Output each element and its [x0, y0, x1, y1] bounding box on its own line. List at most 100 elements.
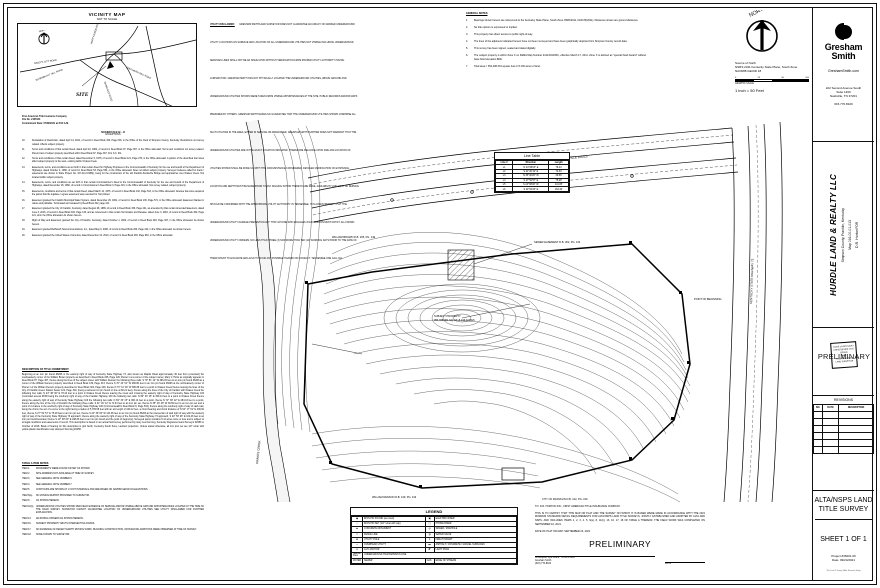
plan-pob-label: POINT OF BEGINNING	[694, 297, 721, 301]
table-a-item-number: ITEM 1.	[22, 467, 31, 470]
description-block: DESCRIPTION OF TITLE COMMITMENT Beginnin…	[22, 368, 204, 432]
preliminary-overlay: PRELIMINARY	[817, 352, 871, 361]
project-block: HURDLE LAND & REALTY LLC Simpson County,…	[813, 142, 874, 328]
vicinity-map-subtitle: NOT TO SCALE	[96, 17, 118, 21]
north-arrow-block: NORTH Source of North NSRS 2011 Kentucky…	[735, 5, 820, 94]
table-a-item-text: MONUMENTS WERE FOUND OR SET AS SHOWN.	[36, 467, 91, 470]
table-a-item-text: NO ZONING REPORT PROVIDED TO SURVEYOR.	[36, 494, 90, 497]
schedule-b-item-text: Easement granted the United States of Am…	[32, 234, 173, 237]
revisions-row	[813, 410, 874, 419]
schedule-b-item-number: 19.	[22, 229, 26, 232]
revision-no	[813, 445, 823, 454]
revision-no	[813, 424, 823, 433]
cert-to-line: TO: D.R. HORTON INC., FIRST AMERICAN TIT…	[535, 505, 621, 508]
firm-address-line3: Nashville, TN 37201	[830, 94, 857, 99]
general-note-number: 4.	[466, 40, 469, 44]
schedule-b-exceptions: SCHEDULE B - II EXCEPTIONS 10. Declarati…	[22, 130, 204, 240]
schedule-b-item-text: Easements, terms, and conditions as set …	[32, 182, 204, 188]
table-a-item: ITEM 6(a). NO ZONING REPORT PROVIDED TO …	[22, 495, 204, 498]
plan-easement-label: SEWER EASEMENT D.B. 302, PG. 133	[534, 240, 581, 244]
firm-address-line1: 222 Second Avenue South	[825, 85, 862, 90]
table-a-item-text: NONE KNOWN TO SURVEYOR.	[36, 533, 70, 536]
revisions-heading: REVISIONS	[833, 397, 854, 402]
table-a-item-number: ITEM 6(a).	[22, 494, 33, 497]
general-note-text: The subject property is within Zone X on…	[474, 54, 646, 62]
revision-no	[813, 417, 823, 426]
table-a-item: ITEM 3. SEE GENERAL NOTE NUMBER 6.	[22, 478, 204, 481]
line-table-grid: Line # Direction Length L1 N 24°38'00" E…	[494, 159, 569, 192]
revision-desc	[838, 417, 874, 426]
line-table: Line Table Line # Direction Length L1 N …	[494, 152, 570, 193]
firm-website[interactable]: GreshamSmith.com	[828, 69, 859, 73]
signature-line	[535, 555, 655, 557]
scale-tick: 0	[735, 76, 737, 79]
plan-adjoiner-3: WILLIAM BROWN D.B. 205, PG. 149	[332, 235, 376, 239]
table-a-item-text: AS SHOWN HEREON.	[36, 500, 60, 503]
revisions-header-row: NO. DATE DESCRIPTION	[813, 403, 874, 412]
seal-line6: LAND SURVEYOR	[835, 360, 854, 364]
cert-preliminary-label: PRELIMINARY	[589, 538, 651, 549]
utility-disclaimer-block: UTILITY DISCLAIMER: GRESHAM SMITH/LAND S…	[210, 12, 360, 264]
schedule-b-item-text: Easements, conditions and terms of that …	[32, 190, 204, 197]
table-a-item: ITEM 17. NO EVIDENCE OF RECENT EARTH MOV…	[22, 529, 204, 532]
title-insurance-block: First American Title Insurance Company F…	[22, 116, 197, 126]
vicinity-north-arrow-icon: NORTH	[38, 30, 50, 45]
scale-tick: 50	[781, 76, 784, 79]
line-table-title: Line Table	[495, 153, 569, 160]
table-a-item-number: ITEM 2.	[22, 473, 31, 476]
revision-date	[822, 431, 839, 440]
schedule-b-item-text: Terms and conditions of that certain Dee…	[32, 157, 204, 164]
plan-easement-area	[447, 249, 475, 281]
general-note-text: The lines of the adjoiners indicated her…	[474, 40, 628, 44]
north-arrow-icon: NORTH	[746, 5, 778, 52]
signer-firm: Gresham Smith	[535, 560, 552, 562]
revision-desc	[838, 438, 874, 447]
plan-subject-area-line1: SUBJECT PROPERTY	[434, 314, 461, 318]
table-a-item-text: SUBJECT PROPERTY ABUTS INTERSECTING ROAD…	[36, 523, 95, 526]
signer-phone: (615) 770-8100	[535, 563, 552, 566]
drawing-type-label: ALTA/NSPS LAND TITLE SURVEY	[814, 497, 873, 513]
sheet-border-outer	[3, 3, 877, 585]
schedule-b-item-number: 13.	[22, 166, 26, 169]
plan-creek-label: DRAKES CREEK	[255, 440, 261, 464]
schedule-b-item: 11. Terms and conditions of that certain…	[22, 149, 204, 156]
general-note-item: 6. The subject property is within Zone X…	[466, 54, 646, 62]
general-notes-heading: GENERAL NOTES	[466, 12, 488, 15]
plan-adjoiner-1: WILLIAM DENSON D.B. 139, PG. 313	[372, 495, 417, 499]
revision-desc	[838, 431, 874, 440]
revisions-block: REVISIONS NO. DATE DESCRIPTION	[813, 396, 874, 491]
table-a-item-text: NO EVIDENCE OF RECENT EARTH MOVING WORK,…	[36, 528, 197, 531]
sheet-divider	[815, 518, 872, 520]
vicinity-map-graphic: HALEYS CITY ROAD ROSENBLATT HILL ROAD SO…	[19, 24, 196, 106]
revisions-row	[813, 431, 874, 440]
legend-block: LEGEND ◉ IRON PIN FOUND (as noted) ▣ ELE…	[350, 507, 518, 565]
firm-name-line1: Gresham	[824, 42, 863, 52]
schedule-b-item-number: 15.	[22, 190, 26, 193]
table-a-item: ITEM 18. NONE KNOWN TO SURVEYOR.	[22, 534, 204, 537]
project-location: Simpson County, Franklin, Kentucky	[840, 207, 845, 263]
revisions-col-desc: DESCRIPTION	[838, 403, 874, 412]
general-note-number: 6.	[466, 54, 469, 58]
north-source-line2: NAVD88 GEOID 18	[735, 69, 762, 74]
svg-text:NASHVILLE ROAD: NASHVILLE ROAD	[103, 81, 113, 102]
legend-type: SEWER	[362, 557, 426, 564]
table-a-item: ITEM 2. SITE ADDRESS NOT AVAILABLE AT TI…	[22, 473, 204, 476]
table-a-item: ITEM 1. MONUMENTS WERE FOUND OR SET AS S…	[22, 468, 204, 471]
line-length: 164.46'	[548, 186, 569, 192]
plan-adjoiner-2: CITY OF FRANKLIN D.B. 122, PG. 319	[542, 497, 588, 501]
revisions-row	[813, 417, 874, 426]
general-note-text: Total area = 354,408.301 square feet or …	[474, 65, 541, 69]
firm-phone: 615.770.8100	[834, 102, 853, 107]
legend-type: EDGE OF STREAM	[433, 557, 518, 564]
general-note-text: This property has direct access to publi…	[474, 32, 533, 36]
general-note-number: 5.	[466, 47, 469, 51]
date-field-line	[665, 562, 705, 564]
revision-date	[822, 438, 839, 447]
revision-no	[813, 410, 823, 419]
schedule-b-item-text: Right of Way and Easement granted the Ci…	[32, 220, 204, 226]
table-a-item-number: ITEM 5.	[22, 489, 31, 492]
table-a-item-text: CONTOURS ARE SHOWN AT 1 FOOT INTERVALS A…	[36, 489, 149, 492]
general-note-number: 3.	[466, 32, 469, 36]
table-a-item: ITEM 4. SEE GENERAL NOTE NUMBER 7.	[22, 484, 204, 487]
table-a-item-text: SEE GENERAL NOTE NUMBER 7.	[36, 483, 73, 486]
